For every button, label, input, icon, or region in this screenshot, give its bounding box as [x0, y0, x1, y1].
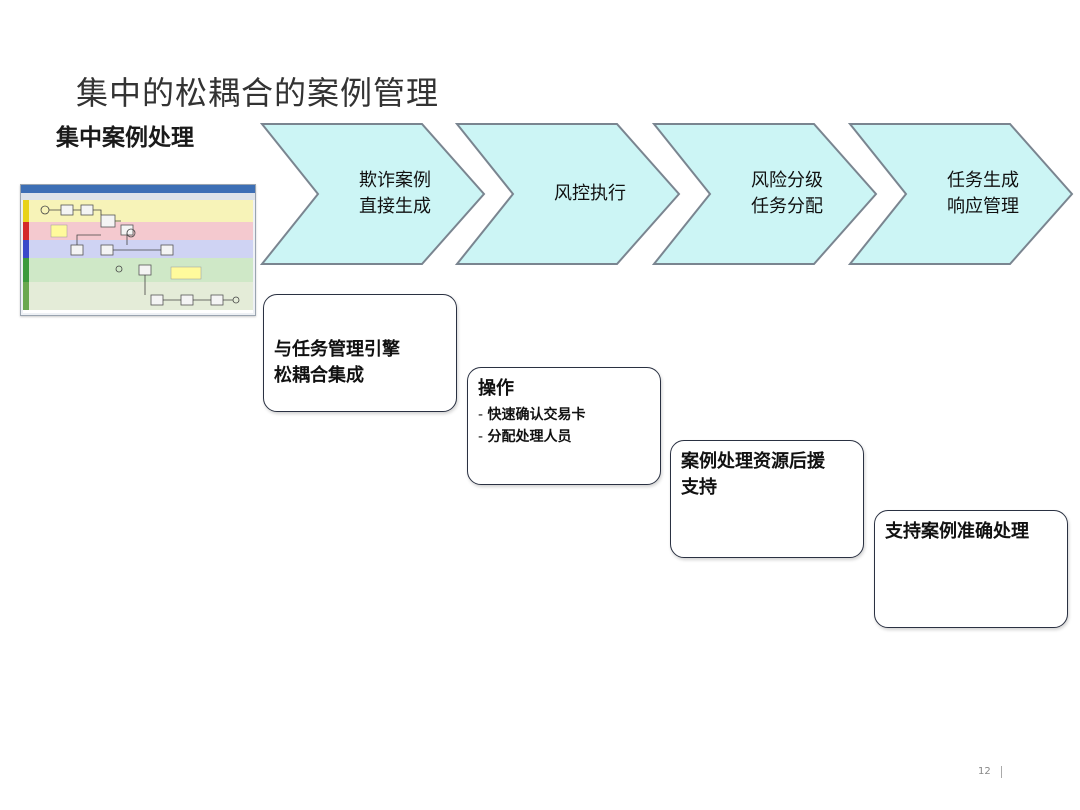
- chevron-label: 风险分级 任务分配: [751, 170, 823, 217]
- page-subtitle: 集中案例处理: [56, 125, 194, 151]
- chevron-shape: [652, 123, 878, 265]
- chevron-step-1: 欺诈案例 直接生成: [260, 120, 490, 268]
- operation-list: 快速确认交易卡 分配处理人员: [478, 404, 650, 448]
- chevron-label: 欺诈案例 直接生成: [359, 170, 431, 217]
- step-1-description: 与任务管理引擎 松耦合集成: [263, 294, 457, 412]
- list-item: 快速确认交易卡: [478, 404, 650, 426]
- chevron-step-3: 风险分级 任务分配: [652, 120, 882, 268]
- chevron-shape: [848, 123, 1074, 265]
- chevron-shape: [260, 123, 486, 265]
- box-heading: 与任务管理引擎 松耦合集成: [274, 339, 400, 386]
- chevron-step-2: 风控执行: [455, 120, 685, 268]
- box-heading: 案例处理资源后援 支持: [681, 451, 825, 498]
- page-title: 集中的松耦合的案例管理: [76, 74, 440, 112]
- step-4-description: 支持案例准确处理: [874, 510, 1068, 628]
- chevron-label: 风控执行: [554, 183, 626, 204]
- page-number-divider: [1001, 766, 1002, 778]
- step-3-description: 案例处理资源后援 支持: [670, 440, 864, 558]
- list-item: 分配处理人员: [478, 426, 650, 448]
- page-number: 12: [978, 766, 991, 777]
- step-2-description: 操作 快速确认交易卡 分配处理人员: [467, 367, 661, 485]
- process-diagram-image: [21, 185, 255, 313]
- chevron-shape: [455, 123, 681, 265]
- box-heading: 操作: [478, 378, 514, 399]
- chevron-step-4: 任务生成 响应管理: [848, 120, 1078, 268]
- chevron-label: 任务生成 响应管理: [947, 170, 1019, 217]
- process-diagram-thumbnail: [20, 184, 256, 316]
- box-heading: 支持案例准确处理: [885, 521, 1029, 542]
